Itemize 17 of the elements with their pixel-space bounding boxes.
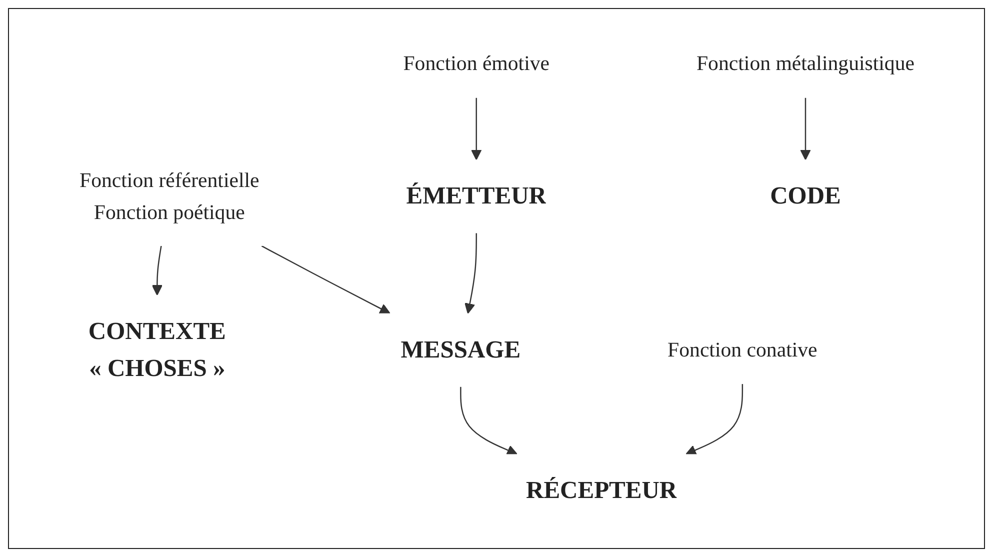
arrow	[151, 246, 162, 296]
node-text: RÉCEPTEUR	[526, 477, 677, 504]
node-text: Fonction émotive	[402, 52, 550, 75]
arrow	[800, 98, 810, 160]
arrow	[470, 98, 482, 160]
node-text: CONTEXTE « CHOSES »	[88, 318, 226, 382]
arrow	[685, 384, 743, 456]
node-text: Fonction conative	[667, 338, 817, 362]
arrow	[460, 386, 518, 456]
node-text: ÉMETTEUR	[406, 182, 546, 210]
diagram: Fonction émotive Fonction métalinguistique Fonction référentielle Fonction poétique ÉMETTEUR CODE CONTEXTE « CHOSES » MESSAGE Fonction conative RÉCEPTEUR	[28, 20, 964, 538]
node-text: MESSAGE	[400, 336, 520, 364]
node-text: CODE	[770, 182, 840, 210]
arrow	[464, 232, 476, 314]
node-text: Fonction métalinguistique	[696, 52, 914, 75]
arrow	[260, 245, 390, 314]
node-text: Fonction référentielle Fonction poétique	[79, 168, 259, 224]
